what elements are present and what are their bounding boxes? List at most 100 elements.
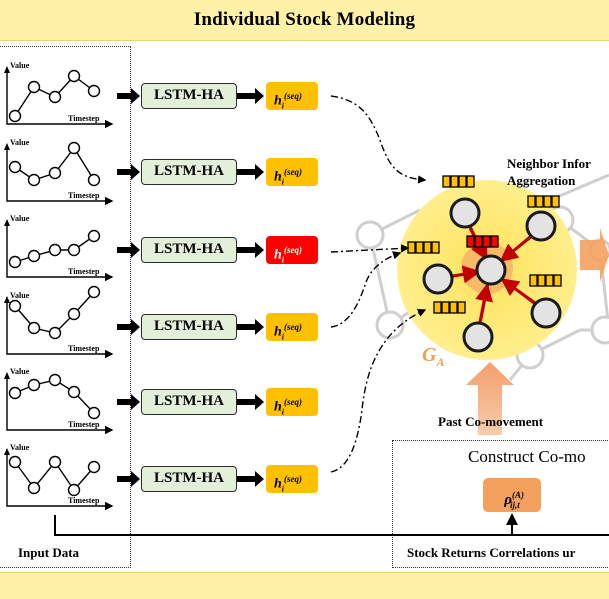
chart-point: [27, 481, 41, 495]
timestep-axis-label: Timestep: [68, 496, 100, 505]
value-axis-label: Value: [10, 214, 30, 223]
neighbor-label-line1: Neighbor Infor: [507, 156, 591, 171]
value-axis-label: Value: [10, 367, 30, 376]
neighbor-node: [422, 263, 454, 295]
chart-axis: [6, 300, 114, 359]
chart-axis-arrow: [4, 143, 10, 150]
diagram-title: Individual Stock Modeling: [193, 9, 416, 30]
hidden-base: h: [274, 169, 282, 185]
flow-arrow: [237, 319, 264, 335]
hidden-base: h: [274, 93, 282, 109]
target-hidden-state: hi(seq): [266, 236, 318, 264]
hidden-sup: (seq): [284, 245, 303, 255]
chart-point: [48, 373, 62, 387]
hidden-base: h: [274, 476, 282, 492]
input-data-label: Input Data: [18, 545, 80, 560]
hidden-sup: (seq): [284, 397, 303, 407]
flow-arrow: [117, 164, 140, 180]
hidden-sub: i: [281, 407, 285, 417]
flow-arrow: [117, 242, 140, 258]
hidden-base: h: [274, 247, 282, 263]
hidden-base: h: [274, 324, 282, 340]
timestep-axis-label: Timestep: [68, 420, 100, 429]
construct-frame: [392, 440, 609, 568]
bottom-banner: [0, 572, 609, 599]
title-banner: Individual Stock Modeling: [0, 0, 609, 41]
input-chart: [4, 66, 114, 129]
chart-axis-arrow: [4, 219, 10, 226]
background-network: [355, 173, 609, 381]
flow-arrow: [117, 394, 140, 410]
flow-arrow: [117, 471, 140, 487]
construct-label: Construct Co-mo: [468, 447, 586, 466]
embedding-bar: [529, 274, 562, 287]
lstm-ha-box: LSTM-HA: [141, 389, 237, 415]
comovement-arrow: [466, 362, 514, 435]
hidden-sub: i: [281, 255, 285, 265]
flow-arrow: [117, 319, 140, 335]
chart-point: [8, 255, 22, 269]
hidden-sub: i: [281, 101, 285, 111]
hidden-sup: (seq): [284, 322, 303, 332]
chart-point: [8, 299, 22, 313]
chart-point: [8, 386, 22, 400]
hidden-state: hi(seq): [266, 388, 318, 416]
lstm-ha-box: LSTM-HA: [141, 237, 237, 263]
past-comovement-label: Past Co-movement: [438, 414, 544, 429]
hidden-state: hi(seq): [266, 465, 318, 493]
flow-arrow: [237, 471, 264, 487]
embedding-bar: [527, 195, 560, 208]
hidden-base: h: [274, 399, 282, 415]
hidden-sup: (seq): [284, 167, 303, 177]
timestep-axis-label: Timestep: [68, 191, 100, 200]
chart-point: [8, 455, 22, 469]
embedding-bar: [407, 241, 440, 254]
lstm-ha-box: LSTM-HA: [141, 159, 237, 185]
chart-axis-arrow: [4, 372, 10, 379]
target-embedding-bar: [466, 235, 499, 248]
flow-arrow: [237, 164, 264, 180]
value-axis-label: Value: [10, 443, 30, 452]
embedding-bar: [442, 175, 475, 188]
correlation-connector: [54, 513, 609, 536]
chart-point: [8, 160, 22, 174]
timestep-axis-label: Timestep: [68, 344, 100, 353]
chart-axis: [6, 452, 114, 511]
chart-axis: [6, 223, 114, 282]
chart-axis-arrow: [4, 448, 10, 455]
timestep-axis-label: Timestep: [68, 114, 100, 123]
timestep-axis-label: Timestep: [68, 267, 100, 276]
chart-point: [27, 249, 41, 263]
lstm-ha-box: LSTM-HA: [141, 314, 237, 340]
inner-graph-nodes: [422, 197, 562, 353]
chart-point: [27, 378, 41, 392]
flow-arrow: [237, 242, 264, 258]
neighbor-node: [525, 210, 557, 242]
chart-point: [87, 229, 101, 243]
chart-point: [87, 460, 101, 474]
neighbor-label-line2: Aggregation: [507, 173, 576, 188]
ga-label: GA: [422, 344, 445, 369]
chart-point: [27, 321, 41, 335]
neighbor-node: [530, 297, 562, 329]
flow-arrow: [237, 88, 264, 104]
hidden-sup: (seq): [284, 91, 303, 101]
chart-point: [27, 80, 41, 94]
chart-point: [87, 173, 101, 187]
value-axis-label: Value: [10, 61, 30, 70]
embedding-bar: [433, 301, 466, 314]
input-chart: [4, 372, 114, 435]
hidden-state: hi(seq): [266, 82, 318, 110]
hidden-sup: (seq): [284, 474, 303, 484]
chart-point: [67, 69, 81, 83]
hidden-sub: i: [281, 332, 285, 342]
input-chart: [4, 219, 114, 282]
flow-arrow: [237, 394, 264, 410]
flow-arrow: [117, 88, 140, 104]
chart-point: [48, 166, 62, 180]
chart-point: [67, 243, 81, 257]
rho-box: ρ(A)ij,t: [483, 478, 541, 512]
chart-point: [48, 326, 62, 340]
hidden-state: hi(seq): [266, 313, 318, 341]
